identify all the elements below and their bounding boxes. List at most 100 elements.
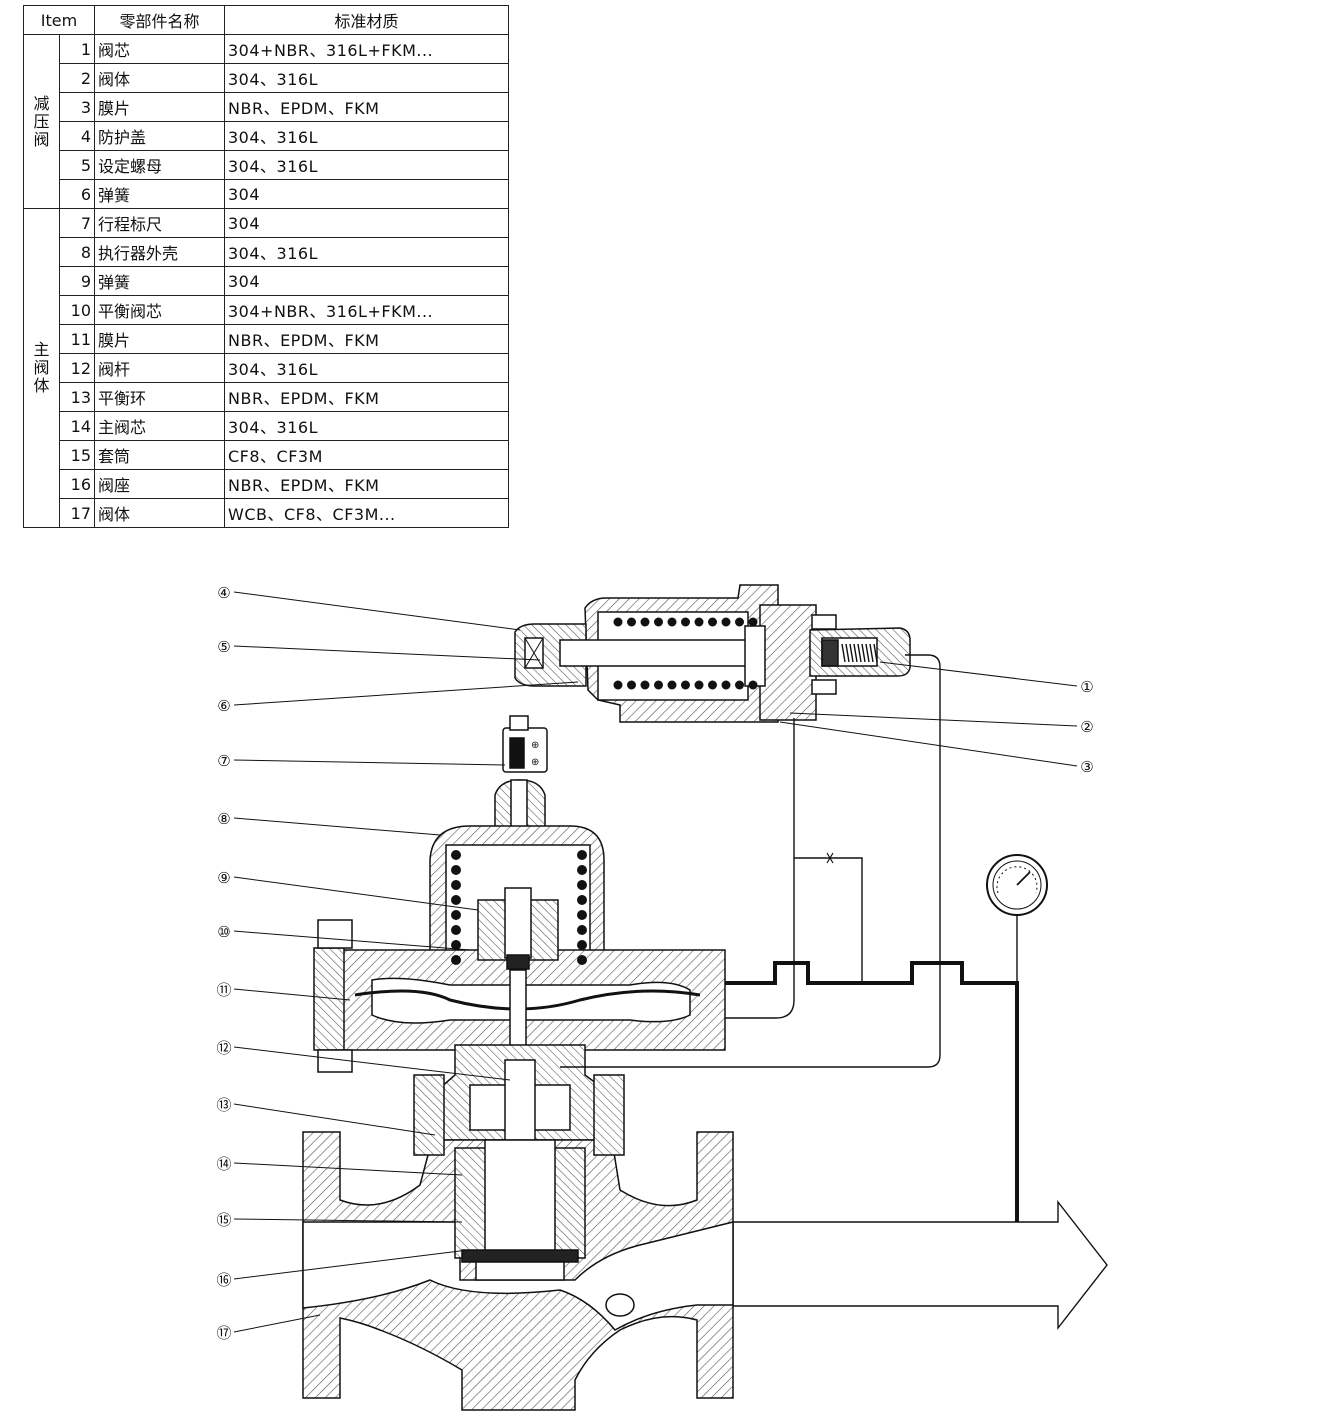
leader-line-c15 <box>233 1218 463 1223</box>
leader-line-c7 <box>233 759 506 766</box>
callout-c14: ⑭ <box>216 1155 231 1173</box>
material: 304、316L <box>224 353 509 383</box>
spring-coil <box>667 680 677 690</box>
spring-coil <box>849 643 854 663</box>
spring-coil <box>853 643 858 663</box>
svg-text:⊕: ⊕ <box>531 740 539 751</box>
part-name: 平衡环 <box>94 382 225 412</box>
spring-coil <box>735 617 744 627</box>
spring-coil <box>735 680 744 690</box>
material: 304、316L <box>224 237 509 267</box>
callout-c3: ③ <box>1080 758 1093 776</box>
callout-c13: ⑬ <box>216 1096 231 1114</box>
callout-c4: ④ <box>217 584 230 602</box>
material: 304 <box>224 208 509 238</box>
spring-coil <box>577 955 587 965</box>
pilot-core <box>821 639 839 667</box>
callout-c17: ⑰ <box>216 1324 231 1342</box>
group-label: 减压阀 <box>23 34 60 209</box>
spring-coil <box>577 880 587 890</box>
pressure-gauge-icon <box>986 854 1048 916</box>
spring-coil <box>451 955 461 965</box>
part-name: 阀杆 <box>94 353 225 383</box>
pilot-body <box>759 604 817 721</box>
callout-c1: ① <box>1080 678 1093 696</box>
material: NBR、EPDM、FKM <box>224 324 509 354</box>
part-name: 阀芯 <box>94 34 225 64</box>
bolt-right <box>593 1074 625 1156</box>
item-number: 6 <box>59 179 95 209</box>
item-number: 13 <box>59 382 95 412</box>
leader-line-c1 <box>879 661 1078 687</box>
flow-arrow-icon <box>733 1199 1108 1331</box>
bolt-left <box>413 1074 445 1156</box>
svg-text:⊕: ⊕ <box>531 757 539 768</box>
spring-coil <box>451 880 461 890</box>
material: 304 <box>224 266 509 296</box>
spring-coil <box>857 643 862 663</box>
spring-coil <box>627 680 636 690</box>
part-name: 平衡阀芯 <box>94 295 225 325</box>
material: WCB、CF8、CF3M... <box>224 498 509 528</box>
leader-line-c8 <box>233 817 441 836</box>
main-actuator: ⊕ ⊕ <box>313 715 726 1151</box>
callout-leaders <box>233 591 1078 1333</box>
spring-coil <box>694 680 704 690</box>
spring-coil <box>577 910 587 920</box>
part-name: 套筒 <box>94 440 225 470</box>
actuator-spring-icon <box>451 850 587 965</box>
leader-line-c11 <box>233 988 351 1001</box>
callout-c6: ⑥ <box>217 697 230 715</box>
part-name: 执行器外壳 <box>94 237 225 267</box>
part-name: 弹簧 <box>94 179 225 209</box>
leader-line-c3 <box>779 721 1078 767</box>
spring-coil <box>577 940 587 950</box>
item-number: 1 <box>59 34 95 64</box>
pilot-spring-coil-detail <box>841 643 878 663</box>
spring-coil <box>577 850 587 860</box>
material: 304、316L <box>224 63 509 93</box>
leader-line-c5 <box>233 645 541 661</box>
header-item: Item <box>23 5 95 35</box>
spring-coil <box>640 617 650 627</box>
spring-coil <box>451 895 461 905</box>
part-name: 膜片 <box>94 92 225 122</box>
leader-line-c10 <box>233 930 471 951</box>
leader-line-c2 <box>789 712 1078 727</box>
callout-c7: ⑦ <box>217 752 230 770</box>
callout-c11: ⑪ <box>216 981 231 999</box>
diaphragm <box>354 989 701 1011</box>
spring-coil <box>654 617 663 627</box>
leader-line-c13 <box>233 1103 436 1136</box>
spring-coil <box>869 643 874 663</box>
spring-coil <box>613 680 623 690</box>
pilot-adjust-screw <box>559 639 751 667</box>
spring-coil <box>451 910 461 920</box>
callout-c16: ⑯ <box>216 1271 231 1289</box>
leader-line-c12 <box>233 1046 511 1081</box>
spring-coil <box>721 680 731 690</box>
spring-coil <box>841 643 846 663</box>
group-label: 主阀体 <box>23 208 60 528</box>
callout-c2: ② <box>1080 718 1093 736</box>
spring-coil <box>681 680 690 690</box>
callout-c9: ⑨ <box>217 869 230 887</box>
material: 304、316L <box>224 150 509 180</box>
part-name: 阀体 <box>94 498 225 528</box>
spring-coil <box>451 850 461 860</box>
spring-coil <box>577 925 587 935</box>
part-name: 阀座 <box>94 469 225 499</box>
spring-coil <box>451 940 461 950</box>
spring-coil <box>681 617 690 627</box>
